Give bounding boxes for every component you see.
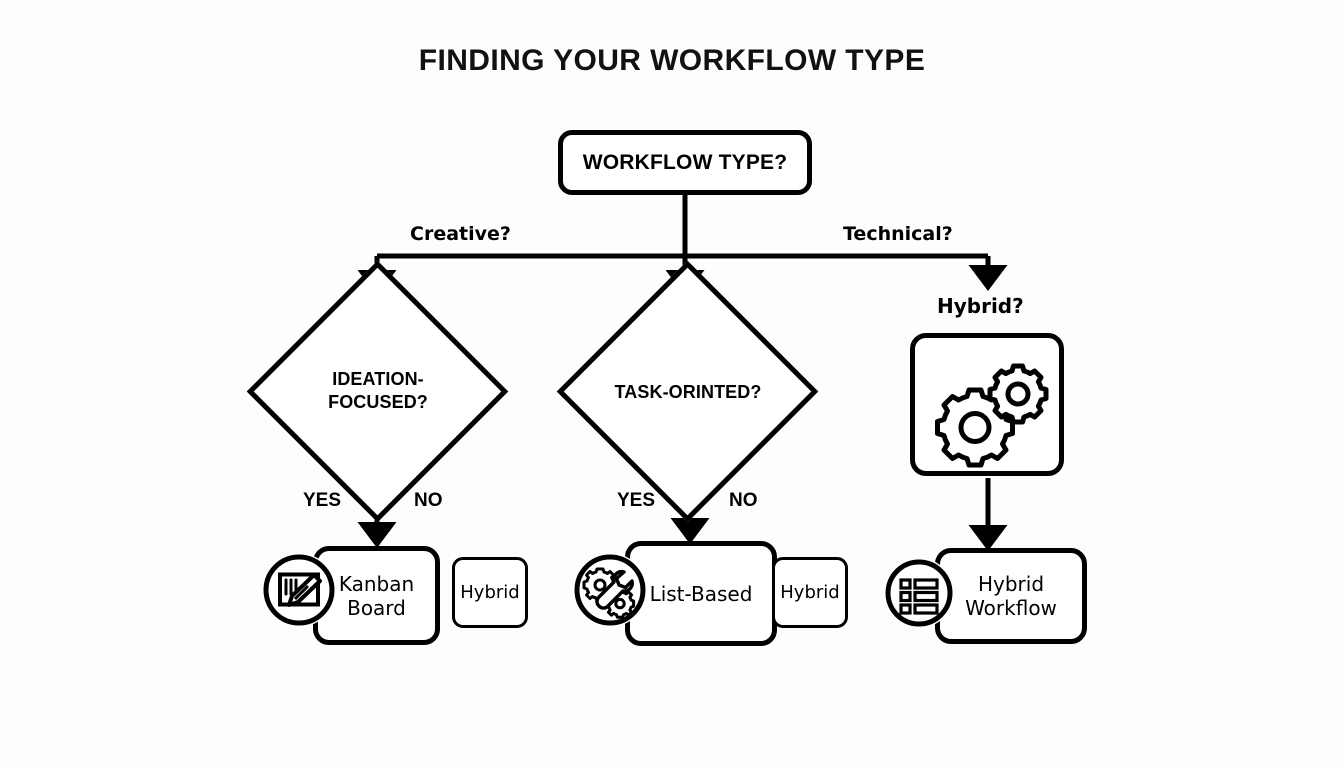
page-title: FINDING YOUR WORKFLOW TYPE: [418, 44, 926, 77]
gears-wrench-icon: [573, 553, 647, 627]
gears-icon: [935, 363, 1049, 468]
paint-brush-board-icon: [262, 553, 336, 627]
list-items-icon: [884, 558, 954, 628]
result-hybrid-workflow[interactable]: Hybrid Workflow: [935, 548, 1087, 644]
result-hybrid-workflow-line2: Workflow: [965, 596, 1057, 620]
result-hybrid-workflow-line1: Hybrid: [977, 572, 1045, 596]
result-list-based[interactable]: List-Based: [625, 541, 777, 646]
result-kanban-line2: Board: [347, 595, 406, 620]
node-workflow-type[interactable]: WORKFLOW TYPE?: [558, 130, 812, 195]
result-hybrid-left-label: Hybrid: [460, 582, 520, 603]
decision-ideation-line1: IDEATION-: [332, 369, 424, 389]
answer-left-no: NO: [414, 490, 443, 511]
result-kanban-line1: Kanban: [338, 571, 415, 596]
edge-label-technical: Technical?: [843, 223, 953, 245]
answer-left-yes: YES: [303, 490, 342, 511]
decision-ideation-focused-label: IDEATION- FOCUSED?: [263, 368, 493, 413]
answer-middle-yes: YES: [617, 490, 656, 511]
decision-ideation-line2: FOCUSED?: [328, 391, 428, 412]
edge-label-hybrid-question: Hybrid?: [937, 294, 1024, 318]
result-hybrid-workflow-label: Hybrid Workflow: [965, 572, 1057, 620]
result-hybrid-middle-label: Hybrid: [780, 582, 840, 603]
answer-middle-no: NO: [729, 490, 758, 511]
result-kanban-board-label: Kanban Board: [339, 572, 414, 620]
result-hybrid-middle[interactable]: Hybrid: [772, 557, 848, 628]
edge-label-creative: Creative?: [410, 223, 511, 245]
decision-task-oriented-label: TASK-ORINTED?: [614, 382, 762, 402]
node-hybrid-gears[interactable]: [910, 333, 1064, 476]
result-hybrid-left[interactable]: Hybrid: [452, 557, 528, 628]
node-workflow-type-label: WORKFLOW TYPE?: [582, 150, 788, 174]
result-list-based-label: List-Based: [649, 581, 753, 606]
